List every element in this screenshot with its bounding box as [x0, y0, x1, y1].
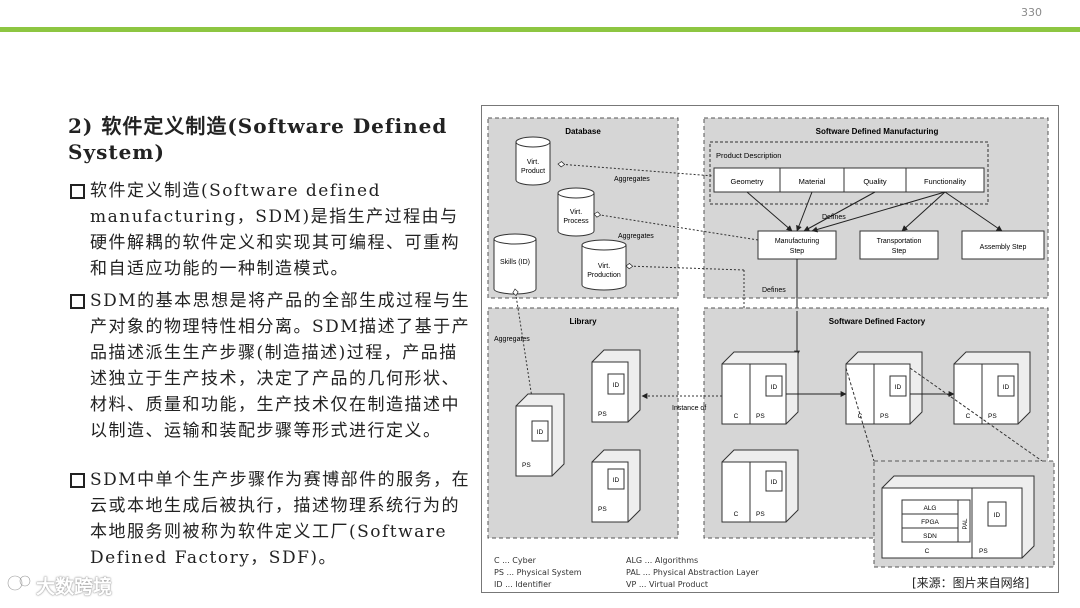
svg-text:ID: ID: [613, 382, 620, 389]
svg-text:C: C: [925, 548, 930, 555]
svg-text:FPGA: FPGA: [921, 519, 939, 526]
sdm-panel: Software Defined Manufacturing Product D…: [703, 117, 1049, 299]
svg-text:ID: ID: [1003, 384, 1010, 391]
bullet-item-sdm-definition: 软件定义制造(Software defined manufacturing，SD…: [68, 178, 476, 282]
sdf-machine-4: ID C PS: [721, 449, 799, 523]
bullet-text: 软件定义制造(Software defined manufacturing，SD…: [90, 181, 460, 279]
svg-text:Aggregates: Aggregates: [618, 233, 654, 240]
source-note: [来源：图片来自网络]: [910, 573, 1032, 592]
legend-algorithms: ALG ... Algorithms: [626, 556, 699, 565]
svg-text:Defines: Defines: [822, 214, 846, 221]
transportation-step: Transportation Step: [859, 230, 939, 260]
svg-text:PS: PS: [988, 413, 997, 420]
svg-text:Aggregates: Aggregates: [614, 176, 650, 183]
svg-text:Geometry: Geometry: [731, 177, 764, 186]
square-bullet-icon: [70, 184, 85, 199]
svg-text:Library: Library: [569, 317, 597, 326]
watermark-logo-icon: [6, 573, 36, 598]
svg-text:PAL: PAL: [963, 518, 969, 530]
library-component-3: ID PS: [591, 449, 641, 523]
svg-text:PS: PS: [522, 462, 531, 469]
svg-text:Assembly Step: Assembly Step: [980, 244, 1027, 251]
bullet-text: SDM的基本思想是将产品的全部生成过程与生产对象的物理特性相分离。SDM描述了基…: [90, 291, 471, 441]
svg-text:ID: ID: [895, 384, 902, 391]
aggregates-links: Aggregates Aggregates: [557, 161, 759, 357]
attribute-functionality: Functionality: [905, 167, 985, 193]
svg-text:PS: PS: [979, 548, 988, 555]
svg-text:C: C: [966, 413, 971, 420]
svg-text:ID: ID: [537, 429, 544, 436]
legend-identifier: ID ... Identifier: [494, 580, 552, 589]
assembly-step: Assembly Step: [961, 230, 1045, 260]
svg-text:PS: PS: [598, 411, 607, 418]
sdf-machine-3: ID C PS: [953, 351, 1031, 425]
svg-text:Product Description: Product Description: [716, 151, 781, 160]
virt-process-cylinder: Virt. Process: [557, 187, 595, 237]
svg-text:Production: Production: [587, 272, 621, 279]
page-number: 330: [1021, 6, 1042, 19]
svg-text:PS: PS: [598, 506, 607, 513]
sdf-machine-1: ID C PS: [721, 351, 799, 425]
svg-text:SDN: SDN: [923, 533, 937, 540]
bullet-text: SDM中单个生产步骤作为赛博部件的服务，在云或本地生成后被执行，描述物理系统行为…: [90, 470, 471, 568]
square-bullet-icon: [70, 473, 85, 488]
svg-text:Step: Step: [790, 248, 805, 255]
svg-text:C: C: [734, 413, 739, 420]
svg-text:Software Defined Factory: Software Defined Factory: [829, 317, 926, 326]
svg-text:PS: PS: [756, 511, 765, 518]
svg-text:C: C: [734, 511, 739, 518]
database-title: Database: [565, 127, 601, 136]
svg-text:Software Defined Manufacturing: Software Defined Manufacturing: [816, 127, 939, 136]
watermark-text: 大数跨境: [36, 576, 113, 598]
legend-physical-system: PS ... Physical System: [494, 568, 582, 577]
svg-text:ID: ID: [771, 384, 778, 391]
square-bullet-icon: [70, 294, 85, 309]
sdm-architecture-diagram: Database Virt. Product Virt. Process Ski…: [481, 105, 1059, 593]
svg-text:Skills (ID): Skills (ID): [500, 259, 530, 266]
watermark: 大数跨境: [6, 572, 112, 599]
legend-cyber: C ... Cyber: [494, 556, 536, 565]
virt-product-cylinder: Virt. Product: [515, 136, 551, 186]
attribute-geometry: Geometry: [713, 167, 781, 193]
attribute-quality: Quality: [843, 167, 907, 193]
svg-text:Virt.: Virt.: [598, 263, 610, 270]
skills-cylinder: Skills (ID): [493, 233, 537, 295]
svg-text:Virt.: Virt.: [527, 159, 539, 166]
svg-text:Quality: Quality: [863, 177, 887, 186]
svg-text:Product: Product: [521, 168, 545, 175]
legend-pal: PAL ... Physical Abstraction Layer: [626, 568, 759, 577]
svg-text:Transportation: Transportation: [877, 238, 922, 245]
svg-text:Step: Step: [892, 248, 907, 255]
svg-text:ID: ID: [994, 512, 1001, 519]
detail-panel: ALG FPGA SDN PAL C ID PS: [873, 460, 1055, 568]
top-accent-bar: [0, 27, 1080, 32]
manufacturing-step: Manufacturing Step: [757, 230, 837, 260]
sdf-machine-2: ID C PS: [845, 351, 923, 425]
bullet-item-sdf: SDM中单个生产步骤作为赛博部件的服务，在云或本地生成后被执行，描述物理系统行为…: [68, 467, 476, 571]
section-heading: 2) 软件定义制造(Software Defined System): [68, 114, 448, 164]
svg-text:Aggregates: Aggregates: [494, 336, 530, 343]
svg-text:Functionality: Functionality: [924, 177, 966, 186]
library-component-1: ID PS: [515, 393, 565, 477]
svg-text:ID: ID: [771, 479, 778, 486]
bullet-item-sdm-idea: SDM的基本思想是将产品的全部生成过程与生产对象的物理特性相分离。SDM描述了基…: [68, 288, 476, 444]
svg-text:Material: Material: [799, 177, 826, 186]
legend-virtual-product: VP ... Virtual Product: [626, 580, 709, 589]
svg-text:ID: ID: [613, 477, 620, 484]
svg-text:Virt.: Virt.: [570, 209, 582, 216]
library-panel: Library Aggregates ID PS ID PS: [487, 288, 679, 539]
attribute-material: Material: [779, 167, 845, 193]
library-component-2: ID PS: [591, 349, 641, 423]
svg-text:PS: PS: [756, 413, 765, 420]
virt-production-cylinder: Virt. Production: [581, 239, 627, 291]
svg-text:PS: PS: [880, 413, 889, 420]
svg-text:Instance of: Instance of: [672, 405, 706, 412]
database-panel: Database Virt. Product Virt. Process Ski…: [487, 117, 679, 299]
svg-text:Defines: Defines: [762, 287, 786, 294]
svg-text:Manufacturing: Manufacturing: [775, 238, 819, 245]
svg-text:Process: Process: [563, 218, 589, 225]
svg-text:ALG: ALG: [923, 505, 936, 512]
